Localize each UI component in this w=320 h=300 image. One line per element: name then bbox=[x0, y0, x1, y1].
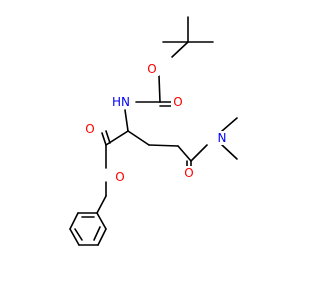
structure-canvas: O O HN O O N O bbox=[69, 16, 238, 246]
bond bbox=[221, 144, 238, 160]
atom-label: O bbox=[147, 62, 156, 76]
atom-label: O bbox=[184, 166, 193, 180]
bond bbox=[158, 75, 161, 103]
atom-oxygen: O bbox=[182, 166, 196, 180]
molecule-diagram: O O HN O O N O bbox=[69, 16, 238, 246]
atom-label: N bbox=[218, 131, 227, 145]
bond bbox=[105, 130, 111, 144]
bond bbox=[96, 212, 107, 230]
atom-oxygen: O bbox=[113, 170, 127, 184]
bond bbox=[74, 228, 83, 241]
bond bbox=[124, 109, 129, 132]
bond bbox=[221, 117, 238, 132]
bond bbox=[127, 130, 150, 146]
bond bbox=[96, 195, 107, 214]
atom-label: O bbox=[115, 170, 124, 184]
atom-oxygen: O bbox=[171, 95, 185, 109]
atom-nitrogen: HN bbox=[110, 95, 132, 109]
atom-nitrogen: N bbox=[215, 131, 229, 145]
bond bbox=[69, 228, 80, 246]
bond bbox=[190, 144, 208, 162]
bond bbox=[93, 226, 101, 241]
bond bbox=[69, 212, 79, 230]
bonds bbox=[69, 16, 238, 246]
bond bbox=[177, 145, 192, 162]
bond bbox=[97, 228, 107, 246]
atom-oxygen: O bbox=[145, 62, 159, 76]
bond bbox=[101, 132, 107, 146]
bond bbox=[148, 144, 179, 147]
atom-oxygen: O bbox=[83, 122, 97, 136]
bond bbox=[171, 41, 189, 58]
atom-label: O bbox=[173, 95, 182, 109]
atom-label: O bbox=[85, 122, 94, 136]
atom-label: HN bbox=[112, 95, 130, 109]
atom-labels: O O HN O O N O bbox=[83, 62, 229, 184]
